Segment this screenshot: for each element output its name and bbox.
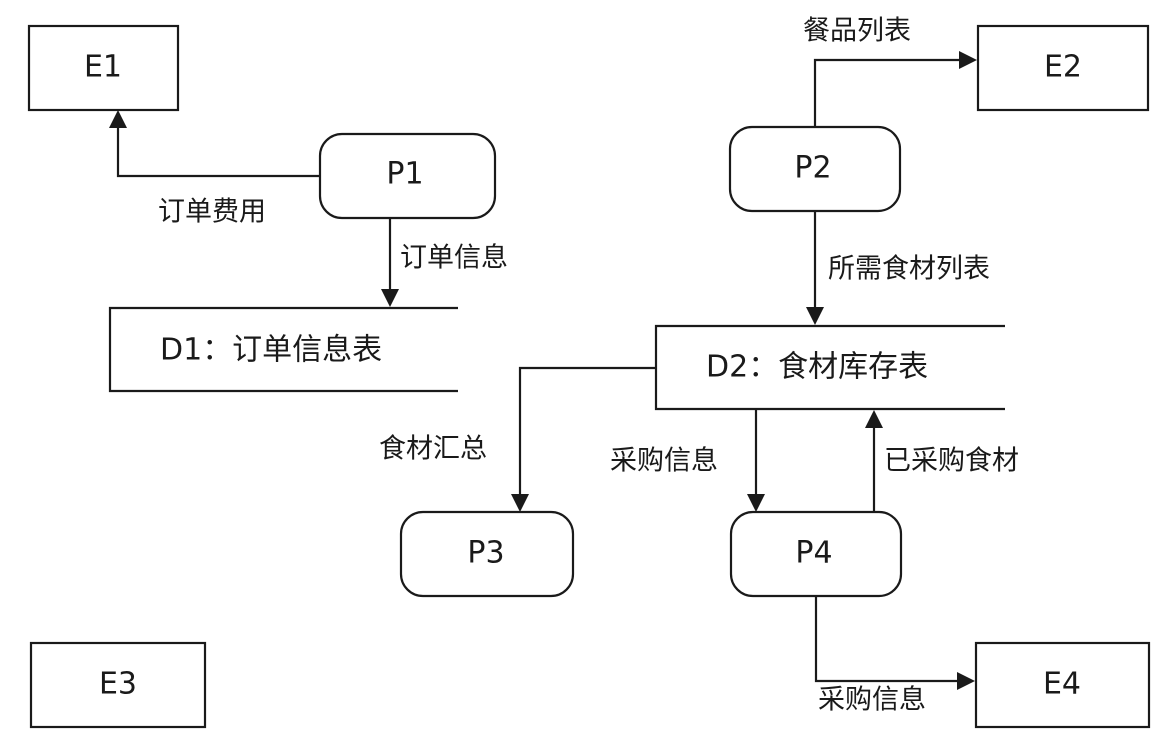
process-p4: P4: [729, 510, 903, 598]
flow-label: 已采购食材: [884, 446, 1019, 477]
entity-e4-label: E4: [1043, 667, 1081, 702]
arrowhead-icon: [957, 672, 975, 690]
flow-label: 餐品列表: [803, 16, 911, 47]
arrowhead-icon: [511, 494, 529, 512]
entity-e2: E2: [976, 24, 1150, 112]
flow-label: 订单信息: [400, 243, 508, 274]
arrowhead-icon: [109, 110, 127, 128]
arrowhead-icon: [747, 494, 765, 512]
entity-e1: E1: [27, 24, 180, 112]
flow-p2-d2: 所需食材列表: [806, 211, 990, 325]
arrowhead-icon: [865, 410, 883, 428]
entity-e3: E3: [29, 641, 207, 729]
entity-e4: E4: [974, 641, 1151, 729]
store-d2-label: D2：食材库存表: [706, 350, 928, 385]
flow-label: 采购信息: [610, 446, 718, 477]
process-p1: P1: [318, 132, 497, 220]
flow-p1-e1: 订单费用: [109, 110, 320, 228]
process-p3-label: P3: [467, 536, 504, 571]
flow-d2-p3: 食材汇总: [379, 366, 656, 512]
store-d2: D2：食材库存表: [654, 324, 1005, 411]
entity-e2-label: E2: [1044, 50, 1082, 85]
flow-p2-e2: 餐品列表: [803, 16, 977, 127]
arrowhead-icon: [959, 51, 977, 69]
store-d1-label: D1：订单信息表: [160, 333, 382, 368]
flow-d2-p4: 采购信息: [610, 409, 765, 512]
entity-e1-label: E1: [84, 50, 122, 85]
entity-e3-label: E3: [99, 667, 137, 702]
flow-p4-e4: 采购信息: [814, 596, 975, 716]
arrowhead-icon: [806, 307, 824, 325]
flow-p1-d1: 订单信息: [381, 218, 508, 307]
flow-p4-d2: 已采购食材: [865, 410, 1019, 512]
arrowhead-icon: [381, 289, 399, 307]
process-p2-label: P2: [794, 151, 831, 186]
flow-label: 采购信息: [818, 685, 926, 716]
store-d1: D1：订单信息表: [108, 306, 458, 393]
process-p3: P3: [399, 510, 575, 598]
process-p4-label: P4: [795, 536, 832, 571]
flow-label: 订单费用: [158, 197, 266, 228]
flow-label: 食材汇总: [379, 434, 487, 465]
flow-label: 所需食材列表: [828, 254, 990, 285]
process-p2: P2: [728, 125, 902, 213]
process-p1-label: P1: [386, 157, 423, 192]
